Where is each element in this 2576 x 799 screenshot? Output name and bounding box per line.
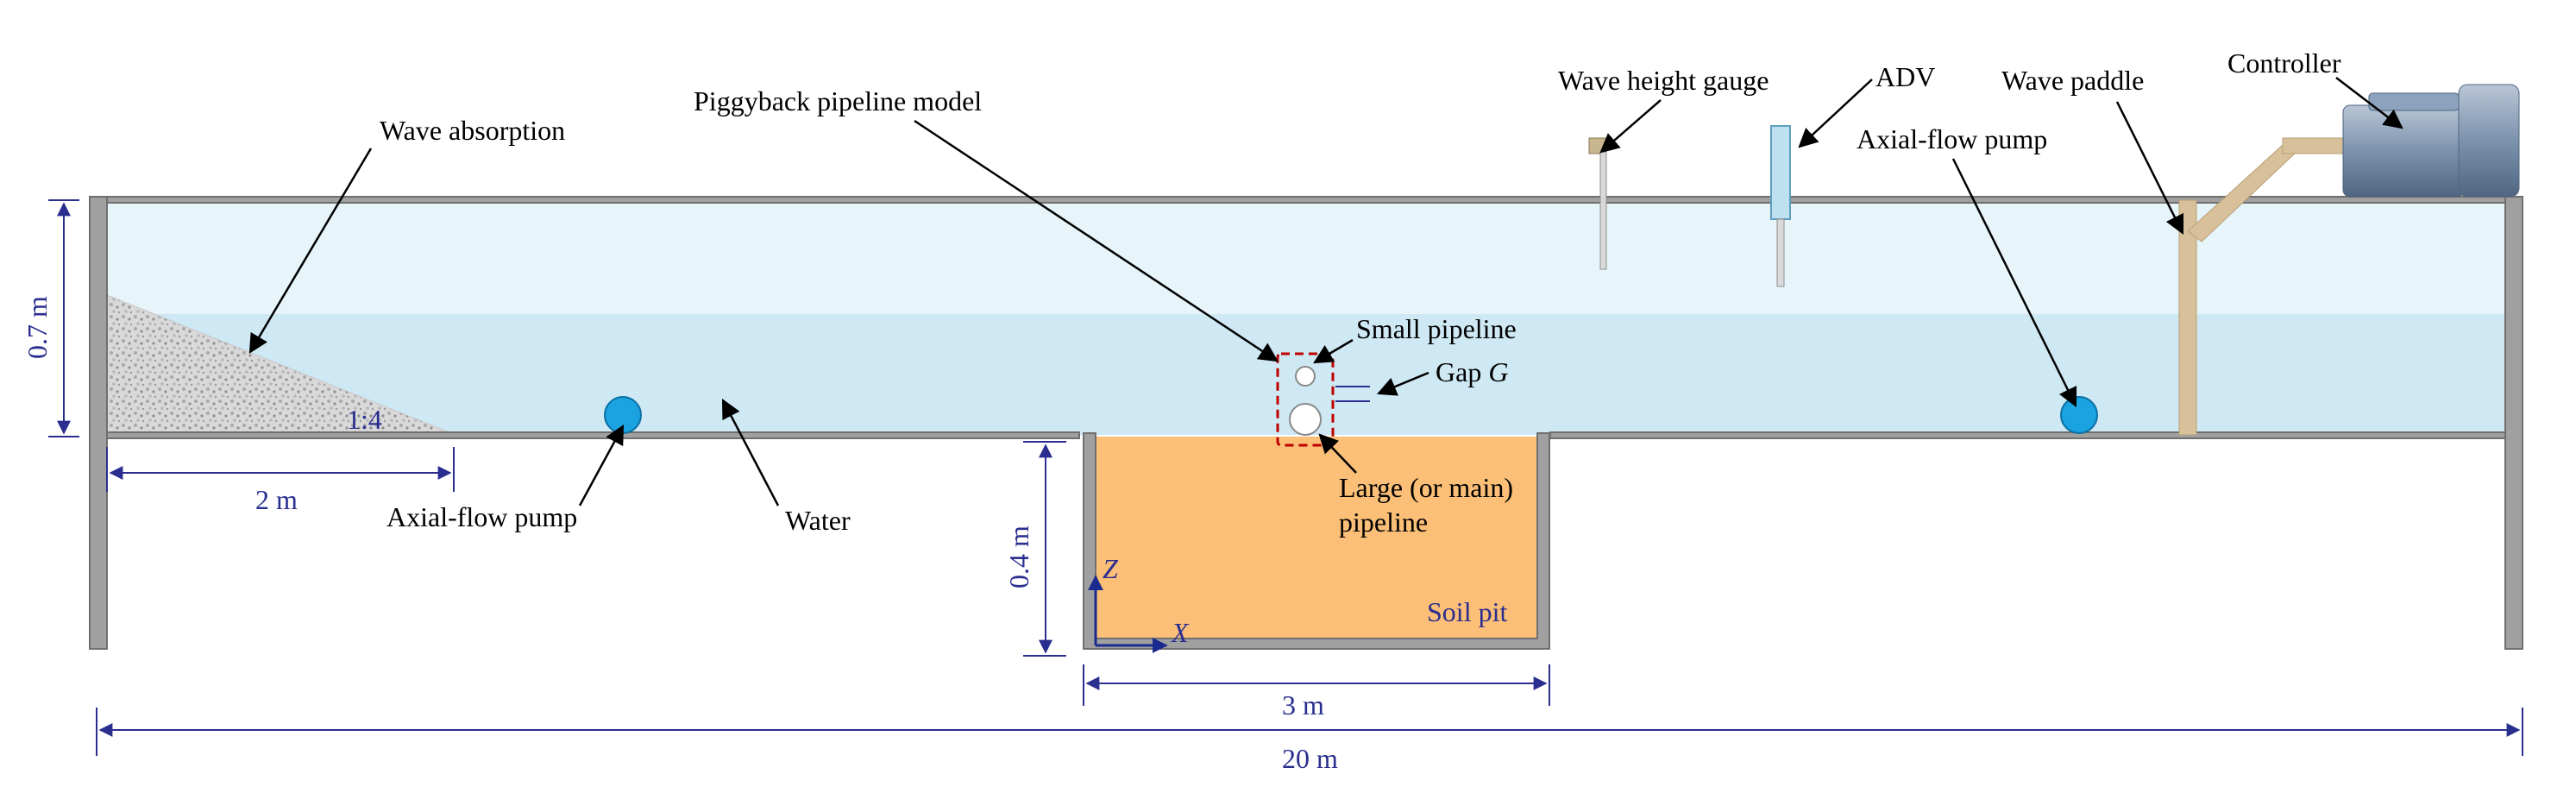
flume-length-label: 20 m <box>1282 743 1338 774</box>
slope-ratio-label: 1:4 <box>347 404 382 435</box>
water-depth-label: 0.7 m <box>22 296 53 359</box>
soil-pit-walls <box>1083 432 1550 650</box>
pipeline-highlight-box <box>1276 352 1335 447</box>
controller-cap <box>2458 84 2520 198</box>
axial-flow-pump-left-arrow <box>578 425 625 506</box>
soil-fill <box>1094 437 1537 639</box>
axial-flow-pump-right <box>2060 396 2098 434</box>
wave-absorption-label: Wave absorption <box>380 115 565 146</box>
gap-arrow <box>1376 371 1429 396</box>
adv-arrow <box>1798 79 1873 148</box>
water-upper-layer <box>107 200 2505 314</box>
water-body <box>107 200 2505 435</box>
small-pipeline-label: Small pipeline <box>1356 313 1517 344</box>
piggyback-pipeline <box>1276 352 1370 447</box>
dimension-absorber-length: 2 m <box>106 447 455 515</box>
dimension-water-depth: 0.7 m <box>22 199 79 437</box>
adv-stem <box>1776 218 1785 287</box>
pit-depth-label: 0.4 m <box>1003 525 1034 588</box>
left-wall <box>89 196 108 650</box>
dimension-pit-depth: 0.4 m <box>1003 441 1066 657</box>
absorber-length-label: 2 m <box>255 484 298 515</box>
gap-label: Gap G <box>1436 356 1508 387</box>
controller-arrow <box>2335 77 2403 129</box>
controller-motor <box>2342 84 2520 198</box>
gauge-rod <box>1599 151 1607 270</box>
soil-pit-label: Soil pit <box>1427 596 1507 627</box>
flume-bottom-left <box>106 431 1080 439</box>
wave-height-gauge-label: Wave height gauge <box>1558 65 1769 96</box>
gap-label-text: Gap <box>1436 356 1488 387</box>
x-axis-label: X <box>1170 617 1190 648</box>
wave-paddle <box>2178 137 2344 436</box>
z-axis-label: Z <box>1103 553 1119 584</box>
axial-flow-pump-left-label: Axial-flow pump <box>386 501 577 532</box>
flume-structure <box>89 196 2523 650</box>
paddle-board <box>2178 199 2197 436</box>
right-wall <box>2504 196 2523 650</box>
wave-height-gauge-arrow <box>1599 99 1662 154</box>
dimension-pit-width: 3 m <box>1083 664 1550 720</box>
wave-paddle-arrow <box>2115 101 2184 236</box>
large-pipeline <box>1289 403 1322 436</box>
wave-absorption-arrow <box>248 148 373 354</box>
wave-paddle-label: Wave paddle <box>2001 65 2144 96</box>
gap-symbol: G <box>1488 356 1508 387</box>
water-arrow <box>721 399 780 506</box>
piggyback-model-label: Piggyback pipeline model <box>694 85 982 116</box>
large-pipeline-label-line2: pipeline <box>1339 506 1428 538</box>
flume-top-rail <box>89 196 2523 204</box>
small-pipeline <box>1295 366 1316 387</box>
adv-label: ADV <box>1875 61 1935 92</box>
large-pipeline-label-line1: Large (or main) <box>1339 472 1513 503</box>
water-label: Water <box>785 505 851 536</box>
small-pipeline-arrow <box>1313 338 1354 364</box>
controller-body <box>2342 104 2465 198</box>
controller-top <box>2368 92 2460 111</box>
soil-pit: Soil pit <box>1083 432 1550 650</box>
coordinate-axes: Z X <box>1088 553 1190 653</box>
flume-bottom-right <box>1549 431 2506 439</box>
controller-label: Controller <box>2227 47 2341 79</box>
pit-width-label: 3 m <box>1282 689 1324 720</box>
adv-probe <box>1770 125 1791 287</box>
piggyback-model-arrow <box>914 119 1279 362</box>
dimension-flume-length: 20 m <box>96 708 2523 774</box>
gauge-mount <box>1588 137 1607 154</box>
adv-body <box>1770 125 1791 220</box>
axial-flow-pump-right-arrow <box>1951 158 2077 408</box>
large-pipeline-arrow <box>1318 433 1357 474</box>
paddle-arm-top <box>2282 137 2344 154</box>
axial-flow-pump-right-label: Axial-flow pump <box>1857 123 2047 154</box>
